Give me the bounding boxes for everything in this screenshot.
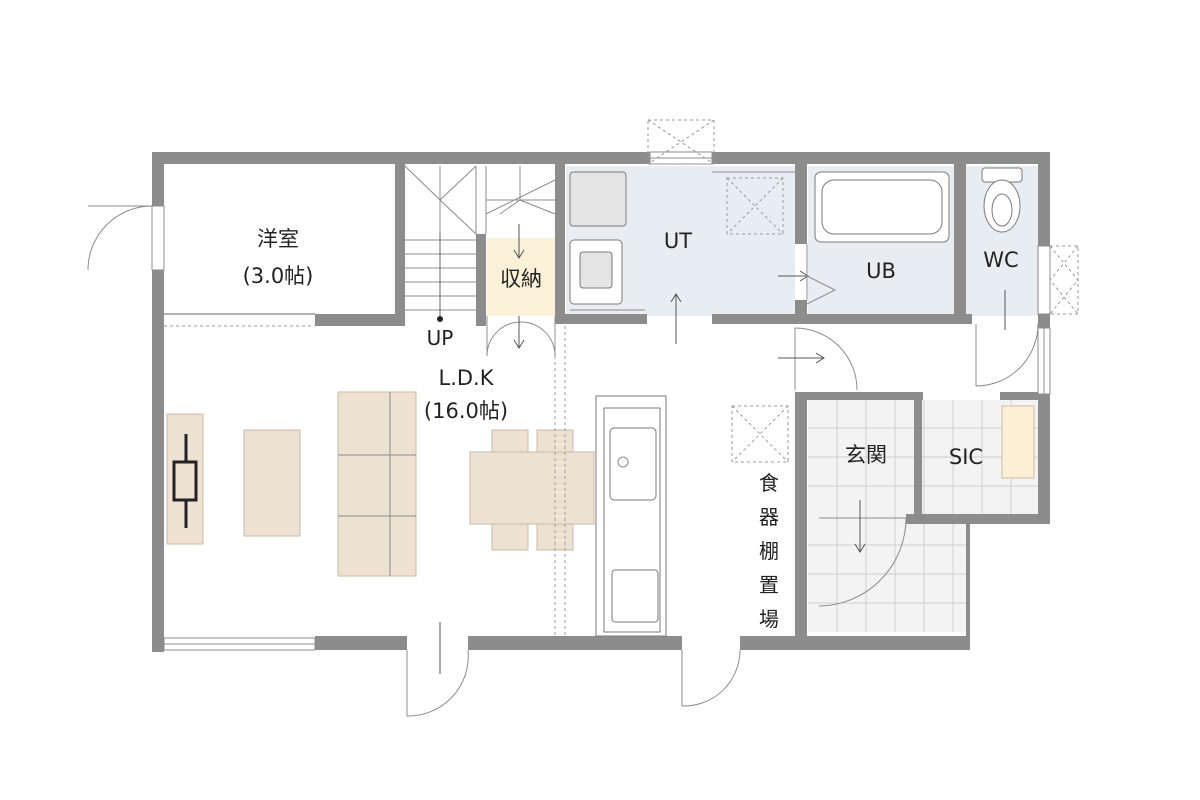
staircase: UP bbox=[404, 165, 556, 350]
toilet-room: WC bbox=[975, 167, 1039, 387]
stair-up-marker bbox=[437, 316, 443, 322]
bath-name: UB bbox=[866, 259, 896, 283]
dish-shelf-char: 場 bbox=[759, 607, 779, 631]
storage: 収納 bbox=[486, 224, 556, 357]
ldk-name: L.D.K bbox=[439, 366, 495, 390]
ldk-room: L.D.K (16.0帖) bbox=[166, 326, 741, 717]
sofa bbox=[337, 391, 417, 577]
washer bbox=[569, 171, 627, 227]
window-left-top bbox=[151, 205, 165, 271]
exterior-marks bbox=[647, 119, 1079, 315]
windows bbox=[151, 151, 1051, 651]
entrance: 玄関 SIC bbox=[778, 327, 1035, 607]
stair-up-label: UP bbox=[427, 326, 454, 350]
dish-shelf-label: 食 器 棚 置 場 bbox=[759, 471, 779, 631]
dining-chair bbox=[491, 429, 529, 453]
coffee-table bbox=[243, 429, 301, 537]
kitchen bbox=[595, 395, 789, 637]
entrance-floor bbox=[808, 400, 1038, 516]
closet-name: SIC bbox=[949, 445, 983, 469]
utility-name: UT bbox=[664, 229, 692, 253]
dining-chair bbox=[491, 523, 529, 551]
dish-shelf-char: 置 bbox=[759, 573, 779, 597]
walls bbox=[152, 152, 1050, 652]
utility-room: UT bbox=[569, 171, 809, 344]
storage-floor bbox=[487, 238, 555, 316]
bath-room: UB bbox=[806, 171, 950, 305]
cooktop bbox=[611, 569, 659, 623]
western-room-size: (3.0帖) bbox=[243, 264, 314, 288]
entrance-name: 玄関 bbox=[845, 443, 887, 467]
western-room: 洋室 (3.0帖) bbox=[87, 205, 315, 327]
shoe-closet-shelf bbox=[1001, 405, 1035, 479]
tv-icon bbox=[172, 434, 198, 528]
toilet-name: WC bbox=[983, 248, 1018, 272]
dish-shelf-char: 棚 bbox=[759, 539, 779, 563]
kitchen-sink bbox=[609, 427, 657, 501]
storage-name: 収納 bbox=[500, 267, 542, 291]
western-room-name: 洋室 bbox=[257, 227, 299, 251]
dish-shelf-char: 器 bbox=[759, 505, 779, 529]
window-wc-right bbox=[1037, 245, 1051, 315]
dining-table bbox=[469, 451, 595, 525]
ldk-size: (16.0帖) bbox=[424, 399, 508, 423]
dish-shelf-char: 食 bbox=[759, 471, 779, 495]
